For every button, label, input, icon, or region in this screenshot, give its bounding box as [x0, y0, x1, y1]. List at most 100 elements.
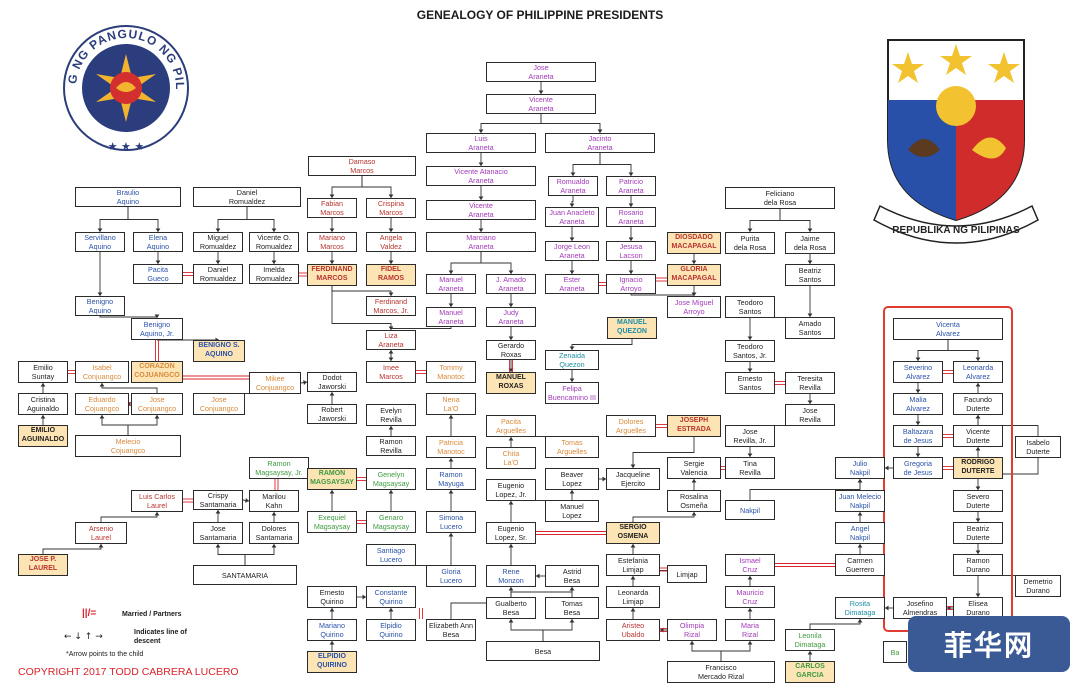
person-box-juan-melecio: Juan Melecio Nakpil — [835, 490, 885, 512]
arrow-head — [388, 426, 394, 430]
person-box-exequiel: Exequiel Magsaysay — [307, 511, 357, 533]
arrow-head — [215, 260, 221, 264]
descent-line — [127, 207, 159, 232]
person-box-crispina-marcos: Crispina Marcos — [366, 198, 416, 218]
arrow-head — [747, 576, 753, 580]
descent-line — [749, 209, 781, 232]
person-box-rosario-araneta: Rosario Araneta — [606, 207, 656, 227]
person-box-carmen-guerrero: Carmen Guerrero — [835, 554, 885, 576]
arrow-head — [448, 458, 454, 462]
descent-line — [977, 458, 1039, 490]
person-box-leonila: Leonila Dimataga — [785, 629, 835, 651]
descent-line — [720, 641, 751, 661]
person-box-isabelo: Isabelo Duterte — [1015, 436, 1061, 458]
arrow-head — [915, 357, 921, 361]
arrow-head — [538, 90, 544, 94]
descent-line — [246, 207, 275, 232]
arrow-head — [747, 336, 753, 340]
arrow-head — [915, 389, 921, 393]
arrow-head — [40, 415, 46, 419]
arrow-head — [691, 260, 697, 264]
person-box-sergie: Sergie Valencia — [667, 457, 721, 479]
person-box-ramon-mayuga: Ramon Mayuga — [426, 468, 476, 490]
arrow-head — [807, 651, 813, 655]
arrow-head — [689, 641, 695, 645]
arrow-head — [975, 447, 981, 451]
person-box-demetrio: Demetrio Durano — [1015, 575, 1061, 597]
person-box-imee: Imee Marcos — [366, 361, 416, 383]
person-box-daniel-romualdez2: Daniel Romualdez — [193, 264, 243, 284]
descent-line — [127, 415, 158, 435]
legend-descent-label: Indicates line of descent — [134, 629, 187, 646]
person-box-simona-lucero: Simona Lucero — [426, 511, 476, 533]
arrow-head — [569, 237, 575, 241]
person-box-facundo: Facundo Duterte — [953, 393, 1003, 415]
person-box-ferdinand: FERDINAND MARCOS — [307, 264, 357, 286]
arrow-head — [154, 314, 160, 318]
person-box-patricia-manotoc: Patricia Manotoc — [426, 436, 476, 458]
arrow-head — [747, 368, 753, 372]
person-box-manuel-quezon: MANUEL QUEZON — [607, 317, 657, 339]
arrow-head — [975, 357, 981, 361]
legend-descent-symbol: ← ↓ ↑ → — [64, 632, 103, 642]
person-box-ramon-magsaysay: RAMON MAGSAYSAY — [307, 468, 357, 490]
svg-text:★ ★ ★: ★ ★ ★ — [108, 140, 145, 153]
person-box-francisco-rizal: Francisco Mercado Rizal — [667, 661, 775, 683]
arrow-head — [857, 512, 863, 516]
arrow-head — [628, 237, 634, 241]
person-box-maria-rizal: Maria Rizal — [725, 619, 775, 641]
arrow-head — [388, 194, 394, 198]
arrow-head — [245, 498, 249, 503]
arrow-head — [915, 453, 921, 457]
person-box-julio-nakpil: Julio Nakpil — [835, 457, 885, 479]
arrow-head — [388, 350, 394, 354]
person-box-feliciano-rosa: Feliciano dela Rosa — [725, 187, 835, 209]
person-box-manuel-lopez: Manuel Lopez — [545, 500, 599, 522]
person-box-malia-alvarez: Malia Alvarez — [893, 393, 943, 415]
arrow-head — [885, 465, 889, 471]
person-box-baltazara: Baltazara de Jesus — [893, 425, 943, 447]
person-box-manuel-araneta: Manuel Araneta — [426, 274, 476, 294]
person-box-ba: Ba — [883, 641, 907, 663]
person-box-rodrigo: RODRIGO DUTERTE — [953, 457, 1003, 479]
person-box-jacinto-araneta: Jacinto Araneta — [545, 133, 655, 153]
legend-married-label: Married / Partners — [122, 611, 182, 618]
person-box-elena-aquino: Elena Aquino — [133, 232, 183, 252]
arrow-head — [303, 380, 307, 385]
person-box-rosalina-osmena: Rosalina Osmeña — [667, 490, 721, 512]
person-box-marciano-araneta: Marciano Araneta — [426, 232, 536, 252]
person-box-jose-laurel: JOSE P. LAUREL — [18, 554, 68, 576]
arrow-head — [478, 228, 484, 232]
arrow-head — [271, 260, 277, 264]
person-box-robert-jaworski: Robert Jaworski — [307, 404, 357, 424]
arrow-head — [569, 270, 575, 274]
arrow-head — [747, 608, 753, 612]
arrow-head — [448, 270, 454, 274]
arrow-head — [448, 415, 454, 419]
descent-line — [331, 286, 392, 296]
person-box-daniel-romualdez: Daniel Romualdez — [193, 187, 301, 207]
person-box-rosita-dimataga: Rosita Dimataga — [835, 597, 885, 619]
person-box-servillano-aquino: Servillano Aquino — [75, 232, 125, 252]
person-box-ramon-magsaysay-jr: Ramon Magsaysay, Jr. — [249, 457, 309, 479]
person-box-ismael-cruz: Ismael Cruz — [725, 554, 775, 576]
descent-line — [947, 340, 979, 361]
person-box-manuel-roxas: MANUEL ROXAS — [486, 372, 536, 394]
arrow-head — [508, 437, 514, 441]
descent-line — [480, 252, 512, 274]
descent-line — [691, 641, 722, 661]
person-box-luis-laurel: Luis Carlos Laurel — [131, 490, 183, 512]
arrow-head — [857, 479, 863, 483]
arrow-head — [807, 400, 813, 404]
person-box-emilio-suntay: Emilio Suntay — [18, 361, 68, 383]
descent-line — [244, 544, 275, 565]
person-box-olimpia-rizal: Olimpia Rizal — [667, 619, 717, 641]
descent-line — [749, 479, 861, 500]
person-box-leonarda-alvarez: Leonarda Alvarez — [953, 361, 1003, 383]
arrow-head — [975, 486, 981, 490]
person-box-melecio: Melecio Cojuangco — [75, 435, 181, 457]
arrow-head — [975, 593, 981, 597]
person-box-vicente-atanacio: Vicente Atanacio Araneta — [426, 166, 536, 186]
arrow-head — [536, 573, 540, 579]
person-box-estefania: Estefania Limjap — [606, 554, 660, 576]
